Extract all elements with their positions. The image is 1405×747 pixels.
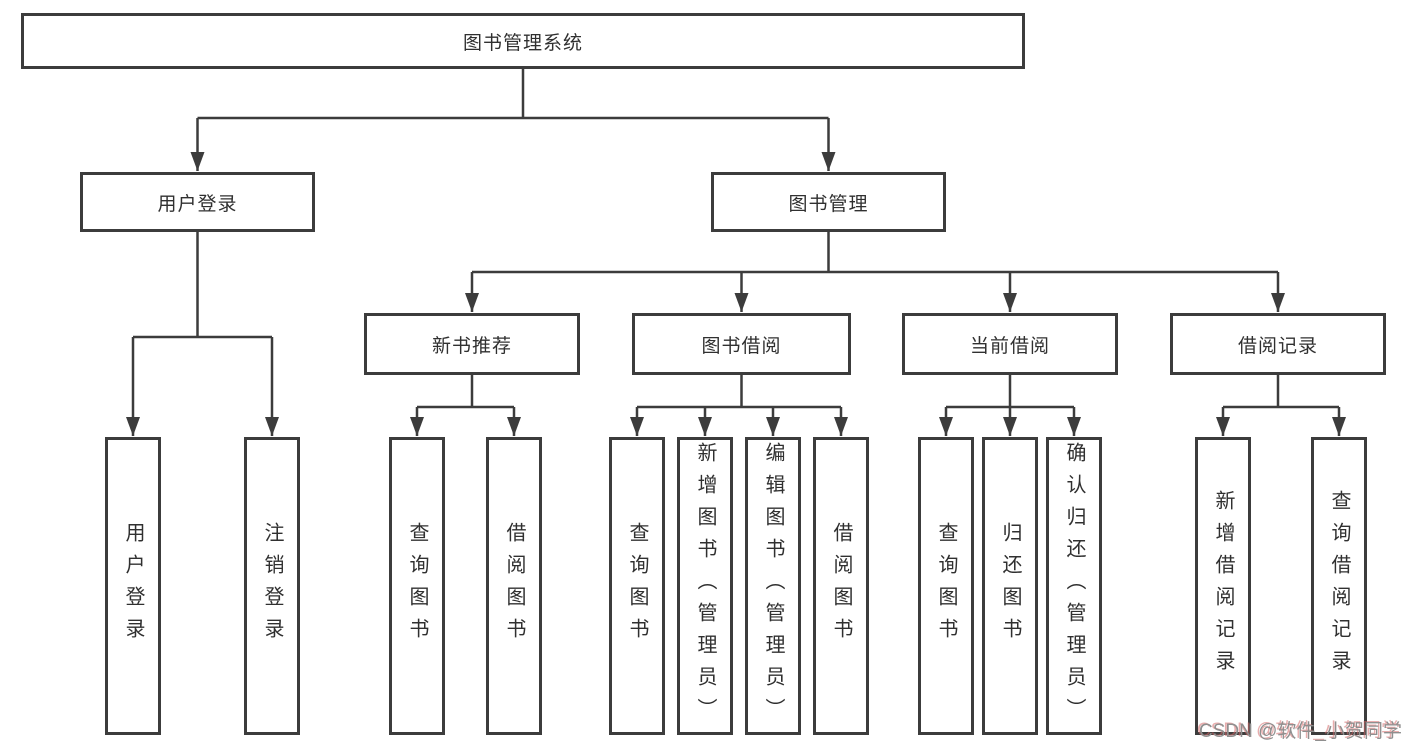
leaf-borrow-book-2-label: 借阅图书	[830, 522, 852, 650]
node-book-borrow: 图书借阅	[632, 313, 851, 375]
leaf-query-record-label: 查询借阅记录	[1328, 490, 1350, 682]
wire-borrow-records-split	[1223, 375, 1339, 409]
leaf-logout-label: 注销登录	[261, 522, 283, 650]
node-new-book-rec: 新书推荐	[364, 313, 580, 375]
node-current-borrow-label: 当前借阅	[969, 335, 1050, 357]
leaf-user-login: 用户登录	[105, 437, 161, 735]
leaf-edit-book-label: 编辑图书（管理员）	[762, 442, 784, 730]
leaf-add-record-label: 新增借阅记录	[1212, 490, 1234, 682]
leaf-query-book-1: 查询图书	[389, 437, 445, 735]
node-user-login: 用户登录	[80, 172, 315, 232]
node-root-label: 图书管理系统	[462, 32, 583, 54]
leaf-add-record: 新增借阅记录	[1195, 437, 1251, 735]
leaf-return-book: 归还图书	[982, 437, 1038, 735]
leaf-borrow-book-1: 借阅图书	[486, 437, 542, 735]
leaf-add-book: 新增图书（管理员）	[677, 437, 733, 735]
leaf-borrow-book-1-label: 借阅图书	[503, 522, 525, 650]
node-book-mgmt-label: 图书管理	[788, 193, 869, 215]
node-new-book-rec-label: 新书推荐	[431, 335, 512, 357]
wire-root-split	[197, 69, 829, 120]
leaf-query-book-3-label: 查询图书	[935, 522, 957, 650]
leaf-confirm-return-label: 确认归还（管理员）	[1063, 442, 1085, 730]
node-book-mgmt: 图书管理	[711, 172, 946, 232]
leaf-borrow-book-2: 借阅图书	[813, 437, 869, 735]
leaf-user-login-label: 用户登录	[122, 522, 144, 650]
node-borrow-records: 借阅记录	[1170, 313, 1386, 375]
node-book-borrow-label: 图书借阅	[701, 335, 782, 357]
watermark: CSDN @软件_小贺同学	[1199, 721, 1402, 742]
node-root: 图书管理系统	[21, 13, 1025, 69]
leaf-edit-book: 编辑图书（管理员）	[745, 437, 801, 735]
node-borrow-records-label: 借阅记录	[1237, 335, 1318, 357]
leaf-query-book-3: 查询图书	[918, 437, 974, 735]
leaf-add-book-label: 新增图书（管理员）	[694, 442, 716, 730]
leaf-logout: 注销登录	[244, 437, 300, 735]
leaf-query-book-2: 查询图书	[609, 437, 665, 735]
wire-user-login-split	[133, 232, 272, 339]
wire-book-mgmt-split	[472, 232, 1278, 274]
leaf-query-book-2-label: 查询图书	[626, 522, 648, 650]
leaf-confirm-return: 确认归还（管理员）	[1046, 437, 1102, 735]
leaf-query-book-1-label: 查询图书	[406, 522, 428, 650]
node-current-borrow: 当前借阅	[902, 313, 1118, 375]
wire-new-book-rec-split	[417, 375, 514, 409]
wire-current-borrow-split	[946, 375, 1074, 409]
wire-book-borrow-split	[637, 375, 841, 409]
leaf-return-book-label: 归还图书	[999, 522, 1021, 650]
leaf-query-record: 查询借阅记录	[1311, 437, 1367, 735]
node-user-login-label: 用户登录	[157, 193, 238, 215]
